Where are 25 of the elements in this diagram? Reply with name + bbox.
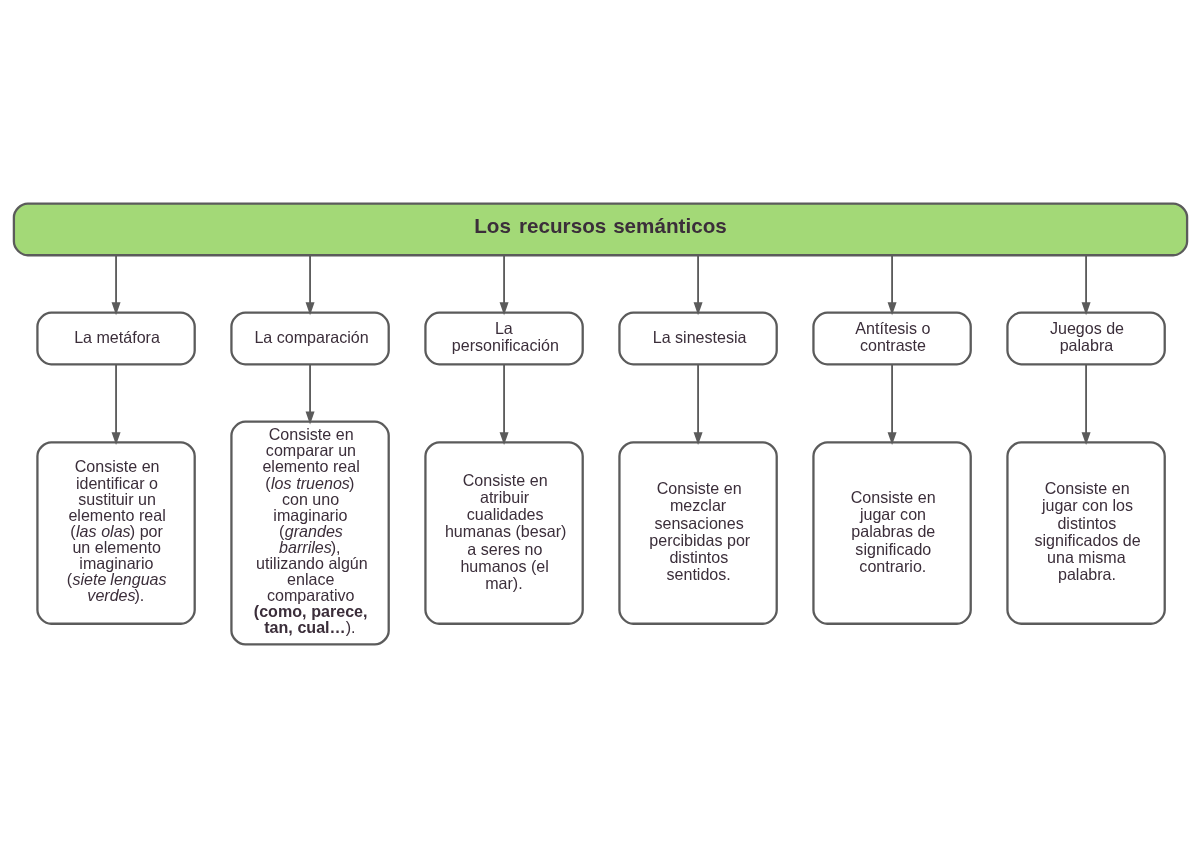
arrow [111, 254, 121, 316]
arrow [499, 254, 509, 316]
node-box: Consiste en mezclar sensaciones percibidas por distintos sentidos. [617, 441, 778, 625]
arrow [887, 254, 897, 316]
node-box: Consiste en comparar un elemento real (los truenos) con uno imaginario (grandes barriles), utilizando algún enlace comparativo (como, parece, tan, cual…). [229, 420, 390, 646]
node-box: Consiste en jugar con los distintos significados de una misma palabra. [1005, 441, 1166, 625]
arrow [1081, 363, 1091, 446]
node-box: Juegos de palabra [1005, 311, 1166, 366]
arrow [693, 254, 703, 316]
arrow [499, 363, 509, 446]
node-box: Consiste en identificar o sustituir un elemento real (las olas) por un elemento imaginario (siete lenguas verdes). [35, 441, 196, 625]
node-box: La personificación [423, 311, 584, 366]
arrow [305, 254, 315, 316]
node-box: La metáfora [35, 311, 196, 366]
node-box: La sinestesia [617, 311, 778, 366]
arrow [111, 363, 121, 446]
node-box: Consiste en jugar con palabras de significado contrario. [811, 441, 972, 625]
arrow [693, 363, 703, 446]
arrow [1081, 254, 1091, 316]
arrow [305, 363, 315, 425]
arrow [887, 363, 897, 446]
node-box: La comparación [229, 311, 390, 366]
node-box: Antítesis o contraste [811, 311, 972, 366]
node-box: Los recursos semánticos [12, 202, 1188, 257]
node-box: Consiste en atribuir cualidades humanas (besar) a seres no humanos (el mar). [423, 441, 584, 625]
